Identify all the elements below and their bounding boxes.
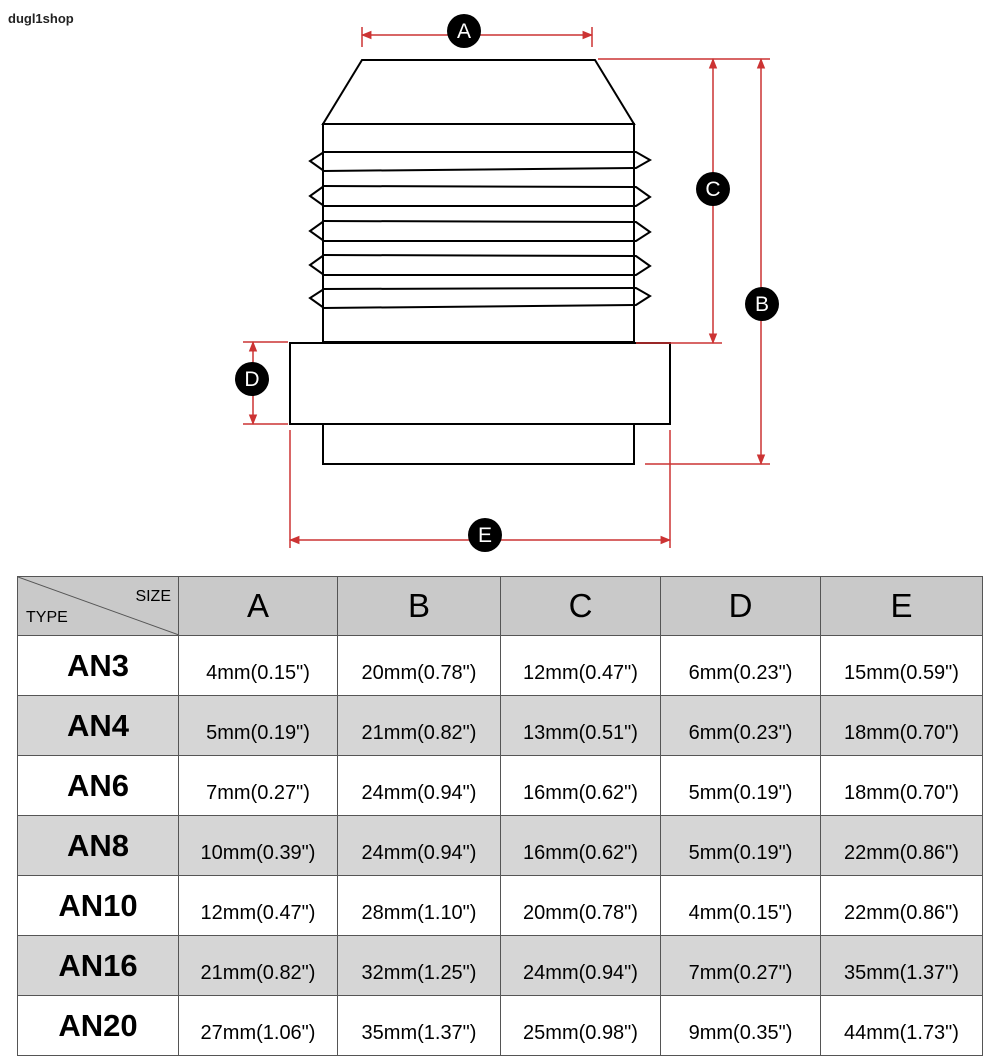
table-row: AN4 5mm(0.19") 21mm(0.82") 13mm(0.51") 6… <box>17 695 983 756</box>
value-cell-e: 22mm(0.86") <box>820 815 983 876</box>
dimension-label-a: A <box>447 14 481 48</box>
value-cell-d: 9mm(0.35") <box>660 995 821 1056</box>
type-cell: AN6 <box>17 755 179 816</box>
value-cell-b: 24mm(0.94") <box>337 815 501 876</box>
fitting-outline <box>289 59 671 465</box>
thread-body <box>322 123 635 343</box>
table-row: AN20 27mm(1.06") 35mm(1.37") 25mm(0.98")… <box>17 995 983 1056</box>
table-header-row: SIZE TYPE A B C D E <box>17 576 983 636</box>
value-cell-d: 5mm(0.19") <box>660 755 821 816</box>
dimension-label-b: B <box>745 287 779 321</box>
value-cell-b: 35mm(1.37") <box>337 995 501 1056</box>
svg-text:B: B <box>755 293 769 316</box>
value-cell-a: 5mm(0.19") <box>178 695 338 756</box>
svg-text:E: E <box>478 524 492 547</box>
value-cell-c: 25mm(0.98") <box>500 995 661 1056</box>
value-cell-b: 32mm(1.25") <box>337 935 501 996</box>
column-header-b: B <box>337 576 501 636</box>
value-cell-d: 5mm(0.19") <box>660 815 821 876</box>
value-cell-d: 6mm(0.23") <box>660 635 821 696</box>
value-cell-e: 18mm(0.70") <box>820 695 983 756</box>
header-corner-cell: SIZE TYPE <box>17 576 179 636</box>
column-header-a: A <box>178 576 338 636</box>
type-cell: AN3 <box>17 635 179 696</box>
table-row: AN10 12mm(0.47") 28mm(1.10") 20mm(0.78")… <box>17 875 983 936</box>
weld-base <box>322 423 635 465</box>
value-cell-c: 12mm(0.47") <box>500 635 661 696</box>
size-header-label: SIZE <box>135 588 171 605</box>
value-cell-a: 27mm(1.06") <box>178 995 338 1056</box>
dimension-label-c: C <box>696 172 730 206</box>
type-cell: AN4 <box>17 695 179 756</box>
type-header-label: TYPE <box>26 609 68 626</box>
value-cell-d: 4mm(0.15") <box>660 875 821 936</box>
corner-diagonal <box>18 577 178 635</box>
value-cell-a: 21mm(0.82") <box>178 935 338 996</box>
thread-helix <box>322 151 635 309</box>
table-row: AN6 7mm(0.27") 24mm(0.94") 16mm(0.62") 5… <box>17 755 983 816</box>
column-header-e: E <box>820 576 983 636</box>
type-cell: AN20 <box>17 995 179 1056</box>
value-cell-b: 20mm(0.78") <box>337 635 501 696</box>
fitting-diagram: A B C D E <box>235 14 779 552</box>
dimension-label-d: D <box>235 362 269 396</box>
column-header-c: C <box>500 576 661 636</box>
value-cell-a: 7mm(0.27") <box>178 755 338 816</box>
value-cell-e: 44mm(1.73") <box>820 995 983 1056</box>
value-cell-e: 15mm(0.59") <box>820 635 983 696</box>
svg-text:A: A <box>457 20 471 43</box>
value-cell-c: 13mm(0.51") <box>500 695 661 756</box>
value-cell-c: 16mm(0.62") <box>500 755 661 816</box>
value-cell-b: 21mm(0.82") <box>337 695 501 756</box>
hex-flange <box>289 342 671 425</box>
shop-watermark: dugl1shop <box>8 11 74 26</box>
value-cell-e: 18mm(0.70") <box>820 755 983 816</box>
column-header-d: D <box>660 576 821 636</box>
table-row: AN3 4mm(0.15") 20mm(0.78") 12mm(0.47") 6… <box>17 635 983 696</box>
value-cell-c: 24mm(0.94") <box>500 935 661 996</box>
value-cell-a: 10mm(0.39") <box>178 815 338 876</box>
value-cell-e: 35mm(1.37") <box>820 935 983 996</box>
flare-cone <box>321 59 636 125</box>
table-row: AN16 21mm(0.82") 32mm(1.25") 24mm(0.94")… <box>17 935 983 996</box>
value-cell-c: 20mm(0.78") <box>500 875 661 936</box>
value-cell-c: 16mm(0.62") <box>500 815 661 876</box>
table-row: AN8 10mm(0.39") 24mm(0.94") 16mm(0.62") … <box>17 815 983 876</box>
type-cell: AN10 <box>17 875 179 936</box>
type-cell: AN16 <box>17 935 179 996</box>
value-cell-b: 24mm(0.94") <box>337 755 501 816</box>
value-cell-e: 22mm(0.86") <box>820 875 983 936</box>
value-cell-d: 6mm(0.23") <box>660 695 821 756</box>
svg-text:C: C <box>705 178 720 201</box>
size-spec-table: SIZE TYPE A B C D E AN3 4mm(0.15") 20mm(… <box>17 576 983 1056</box>
value-cell-a: 12mm(0.47") <box>178 875 338 936</box>
dimension-label-e: E <box>468 518 502 552</box>
type-cell: AN8 <box>17 815 179 876</box>
svg-text:D: D <box>244 368 259 391</box>
value-cell-a: 4mm(0.15") <box>178 635 338 696</box>
value-cell-d: 7mm(0.27") <box>660 935 821 996</box>
value-cell-b: 28mm(1.10") <box>337 875 501 936</box>
